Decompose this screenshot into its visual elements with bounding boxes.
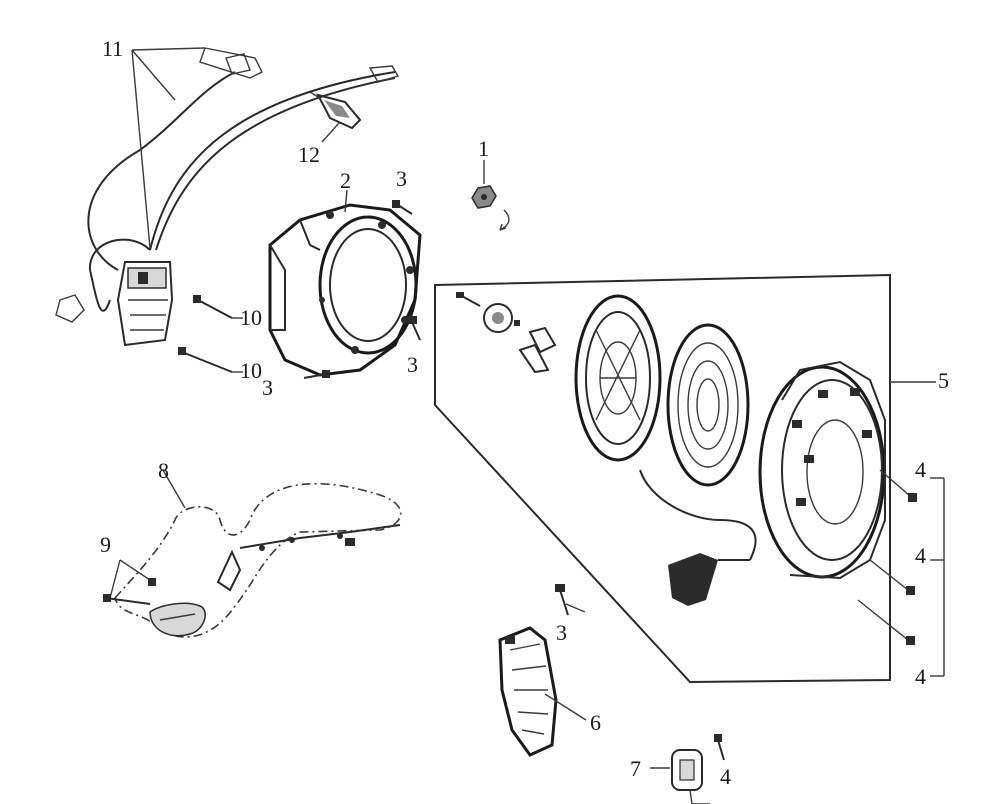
- callout-7: 7: [630, 756, 641, 781]
- spark-plug: [309, 91, 362, 143]
- screw-lower: [178, 347, 233, 373]
- callout-1: 1: [478, 136, 489, 161]
- callout-6: 6: [590, 710, 601, 735]
- callout-3-lower: 3: [262, 375, 273, 400]
- leader-lines: [232, 317, 586, 613]
- callout-2: 2: [340, 168, 351, 193]
- cover-plate: [498, 626, 587, 757]
- callout-10-upper: 10: [240, 305, 262, 330]
- fan-shroud: [268, 189, 422, 377]
- recoil-starter-assembly: [434, 273, 936, 684]
- terminal-connector: [650, 734, 725, 804]
- ignition-wire-harness: [55, 47, 400, 323]
- callout-3-top: 3: [396, 166, 407, 191]
- callout-4-top: 4: [915, 457, 926, 482]
- screw-part-9: [103, 559, 156, 605]
- callout-4-mid: 4: [915, 543, 926, 568]
- bolt-starter-mid: [869, 559, 915, 595]
- bracket-part-4: [930, 477, 945, 677]
- bolt-cover: [555, 584, 569, 616]
- screw-upper: [193, 295, 233, 319]
- callout-3-right: 3: [407, 352, 418, 377]
- bolt-starter-top: [879, 469, 917, 502]
- callout-3-cover: 3: [556, 620, 567, 645]
- callout-8: 8: [158, 458, 169, 483]
- bolt-top: [392, 200, 413, 215]
- callout-9: 9: [100, 532, 111, 557]
- bolt-starter-bottom: [857, 599, 915, 645]
- fuel-line-outline: [114, 469, 402, 638]
- ignition-coil: [116, 261, 174, 347]
- callout-4-terminal: 4: [720, 764, 731, 789]
- callout-5: 5: [938, 368, 949, 393]
- callout-11: 11: [102, 36, 123, 61]
- nut: [471, 160, 510, 231]
- callout-10-lower: 10: [240, 358, 262, 383]
- bolt-right: [408, 316, 421, 341]
- bolt-lower: [303, 370, 330, 379]
- callout-4-bottom: 4: [915, 664, 926, 689]
- callout-12: 12: [298, 142, 320, 167]
